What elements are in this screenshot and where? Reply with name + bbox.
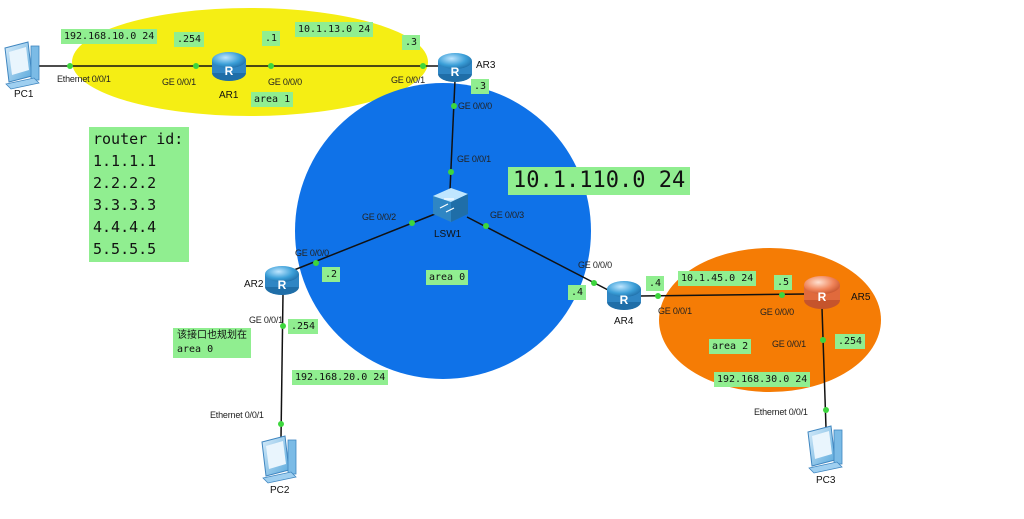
port-label: GE 0/0/1: [249, 315, 283, 325]
router-ar4-icon[interactable]: R: [607, 281, 641, 310]
router-ar5-icon[interactable]: R: [804, 276, 840, 309]
ip-tag: .4: [646, 276, 665, 291]
ip-tag: .2: [322, 267, 341, 282]
router-ar2-icon[interactable]: R: [265, 266, 299, 295]
router-id-title: router id:: [93, 130, 184, 148]
port-label: GE 0/0/1: [162, 77, 196, 87]
note-line-2: area 0: [177, 344, 214, 355]
ip-tag: .3: [471, 79, 490, 94]
ip-tag: .1: [262, 31, 281, 46]
link-lsw1-ar4: [466, 216, 611, 292]
port-label: GE 0/0/3: [490, 210, 524, 220]
port-dot: [823, 407, 829, 413]
port-dot: [278, 421, 284, 427]
ip-tag: .3: [402, 35, 421, 50]
port-dot: [591, 280, 597, 286]
subnet-tag: 10.1.13.0 24: [295, 22, 374, 37]
port-label: GE 0/0/0: [578, 260, 612, 270]
subnet-tag: 10.1.45.0 24: [678, 271, 757, 286]
svg-text:R: R: [225, 64, 234, 78]
router-id-item: 2.2.2.2: [93, 174, 157, 192]
ip-tag: .254: [835, 334, 866, 349]
port-dot: [448, 169, 454, 175]
port-label: GE 0/0/1: [391, 75, 425, 85]
port-label: GE 0/0/0: [295, 248, 329, 258]
port-dot: [409, 220, 415, 226]
router-id-item: 3.3.3.3: [93, 196, 157, 214]
svg-text:R: R: [818, 290, 827, 304]
subnet-tag: 192.168.30.0 24: [714, 372, 811, 387]
ip-tag: .5: [774, 275, 793, 290]
lsw1-label: LSW1: [434, 229, 462, 240]
area2-zone: [659, 248, 881, 392]
port-label: GE 0/0/1: [658, 306, 692, 316]
port-label: Ethernet 0/0/1: [210, 410, 264, 420]
port-dot: [67, 63, 73, 69]
area-tag: area 2: [709, 339, 752, 354]
router-id-item: 1.1.1.1: [93, 152, 157, 170]
pc2-label: PC2: [270, 485, 290, 496]
port-label: GE 0/0/1: [772, 339, 806, 349]
ip-tag: .254: [288, 319, 319, 334]
port-dot: [820, 337, 826, 343]
port-label: Ethernet 0/0/1: [57, 74, 111, 84]
area0-zone: [295, 83, 591, 379]
note-line-1: 该接口也规划在: [177, 330, 247, 341]
router-ar3-icon[interactable]: R: [438, 53, 472, 82]
area-tag: area 1: [251, 92, 294, 107]
port-dot: [313, 260, 319, 266]
port-dot: [483, 223, 489, 229]
pc3-icon[interactable]: [807, 425, 843, 474]
ar3-label: AR3: [476, 60, 496, 71]
port-dot: [420, 63, 426, 69]
ip-tag: .4: [568, 285, 587, 300]
port-label: GE 0/0/0: [760, 307, 794, 317]
port-dot: [451, 103, 457, 109]
pc1-icon[interactable]: [4, 41, 40, 90]
ar1-label: AR1: [219, 90, 239, 101]
svg-text:R: R: [620, 293, 629, 307]
svg-text:R: R: [278, 278, 287, 292]
port-dots: [67, 63, 829, 427]
svg-text:R: R: [451, 65, 460, 79]
port-dot: [193, 63, 199, 69]
subnet-tag-large: 10.1.110.0 24: [508, 167, 691, 195]
router-id-item: 5.5.5.5: [93, 240, 157, 258]
ar5-label: AR5: [851, 292, 871, 303]
port-label: GE 0/0/0: [458, 101, 492, 111]
link-ar4-ar5: [639, 293, 806, 297]
ar4-label: AR4: [614, 316, 634, 327]
pc2-icon[interactable]: [261, 435, 297, 484]
ar2-label: AR2: [244, 279, 264, 290]
ip-tag: .254: [174, 32, 205, 47]
port-dot: [779, 292, 785, 298]
port-dot: [280, 323, 286, 329]
router-id-box: router id: 1.1.1.1 2.2.2.2 3.3.3.3 4.4.4…: [89, 127, 190, 262]
port-label: GE 0/0/2: [362, 212, 396, 222]
port-dot: [655, 293, 661, 299]
switch-lsw1-icon[interactable]: [433, 188, 468, 222]
router-ar1-icon[interactable]: R: [212, 52, 246, 81]
port-dot: [268, 63, 274, 69]
subnet-tag: 192.168.20.0 24: [292, 370, 389, 385]
pc3-label: PC3: [816, 475, 836, 486]
subnet-tag: 192.168.10.0 24: [61, 29, 158, 44]
port-label: GE 0/0/0: [268, 77, 302, 87]
pc1-label: PC1: [14, 89, 34, 100]
port-label: GE 0/0/1: [457, 154, 491, 164]
link-ar2-pc2: [280, 293, 284, 439]
router-id-item: 4.4.4.4: [93, 218, 157, 236]
interface-note: 该接口也规划在 area 0: [173, 328, 251, 358]
port-label: Ethernet 0/0/1: [754, 407, 808, 417]
area-tag: area 0: [426, 270, 469, 285]
